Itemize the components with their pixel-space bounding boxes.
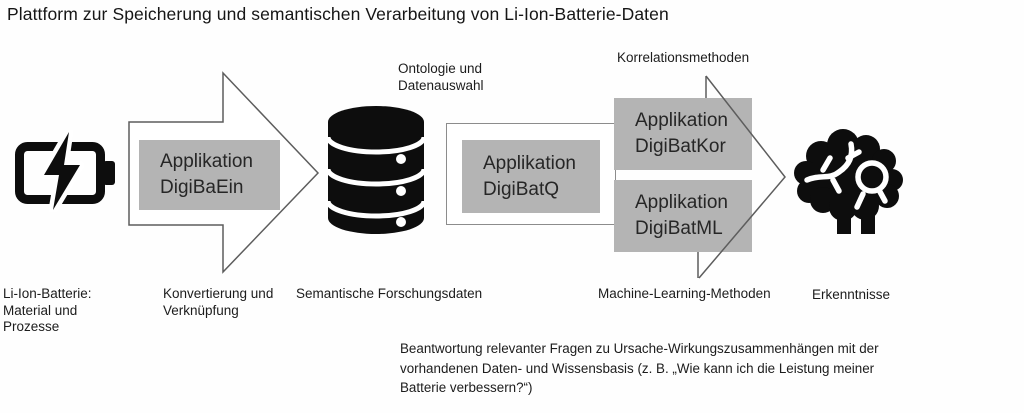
ontology-label: Ontologie und Datenauswahl: [398, 61, 484, 94]
conversion-label: Konvertierung und Verknüpfung: [163, 286, 273, 319]
app-name-line: Applikation: [635, 192, 728, 213]
label-line: Konvertierung und: [163, 286, 274, 301]
qa-note: Beantwortung relevanter Fragen zu Ursach…: [400, 339, 879, 398]
semantic-data-label: Semantische Forschungsdaten: [296, 286, 483, 301]
insights-label: Erkenntnisse: [812, 287, 891, 302]
battery-label: Li-Ion-Batterie: Material und Prozesse: [3, 286, 92, 336]
qa-note-line: Batterie verbessern?“): [400, 380, 533, 395]
app-name-line: DigiBatQ: [483, 178, 560, 200]
label-line: Li-Ion-Batterie:: [3, 286, 92, 301]
qa-note-line: Beantwortung relevanter Fragen zu Ursach…: [400, 341, 879, 356]
battery-charging-icon: [15, 130, 115, 212]
database-icon: [326, 106, 426, 234]
app-digibatq-box: Applikation DigiBatQ: [462, 140, 600, 213]
correlation-methods-label: Korrelationsmethoden: [617, 50, 750, 65]
app-name-line: DigiBaEin: [160, 177, 244, 198]
label-line: Verknüpfung: [163, 302, 239, 318]
app-name-line: DigiBatML: [635, 218, 723, 239]
page-title: Plattform zur Speicherung und semantisch…: [7, 4, 669, 24]
app-name-line: Applikation: [483, 152, 576, 174]
app-digibatml-box: Applikation DigiBatML: [614, 180, 752, 252]
app-digibatkor-box: Applikation DigiBatKor: [614, 98, 752, 170]
app-name-line: Applikation: [160, 151, 253, 172]
label-line: Material und: [3, 302, 78, 318]
qa-note-line: vorhandenen Daten- und Wissensbasis (z. …: [400, 360, 875, 376]
brain-icon: [794, 129, 903, 234]
app-name-line: DigiBatKor: [635, 136, 726, 157]
label-line: Prozesse: [3, 319, 60, 334]
label-line: Ontologie und: [398, 61, 483, 76]
app-name-line: Applikation: [635, 110, 728, 131]
label-line: Datenauswahl: [398, 77, 484, 93]
app-digibaein-box: Applikation DigiBaEin: [139, 140, 280, 210]
ml-methods-label: Machine-Learning-Methoden: [598, 286, 771, 301]
